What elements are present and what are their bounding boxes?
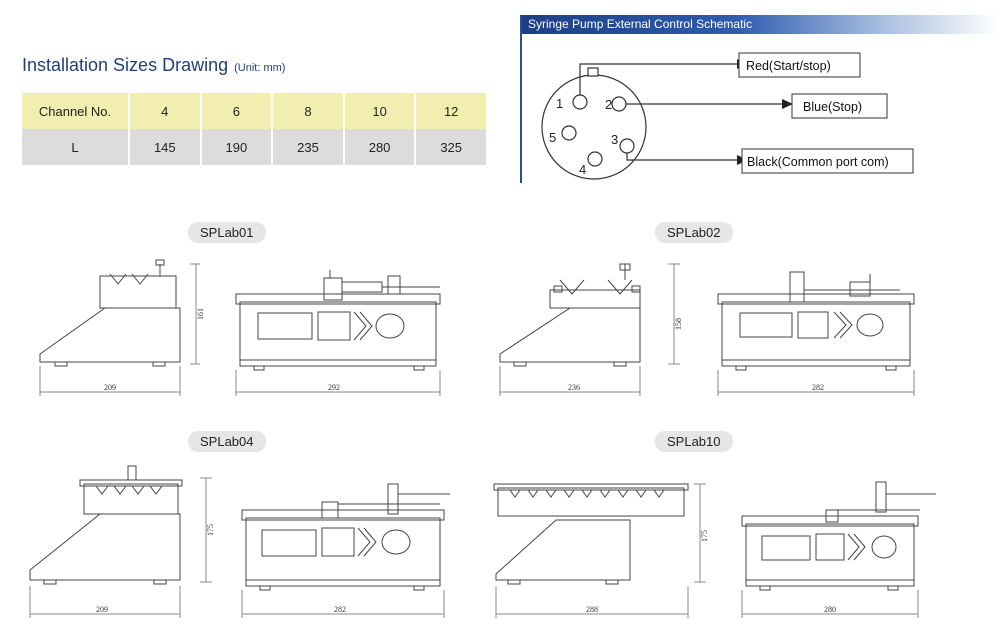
pin-1 <box>572 94 588 110</box>
dim-height: 175 <box>206 524 215 536</box>
black-label: Black(Common port com) <box>747 155 889 169</box>
red-wire <box>579 63 737 95</box>
pin-2 <box>611 96 627 112</box>
model-label-splab10: SPLab10 <box>655 431 733 452</box>
pump-front-body <box>239 301 437 361</box>
schematic-title-bar <box>522 15 1000 34</box>
connector-key <box>587 67 599 77</box>
red-label: Red(Start/stop) <box>746 59 831 73</box>
table-cell: 12 <box>415 93 488 129</box>
blue-label: Blue(Stop) <box>803 100 862 114</box>
table-cell: 145 <box>129 129 202 165</box>
splab10-drawing: 175 288 280 <box>493 481 936 618</box>
dim-depth: 209 <box>104 383 116 392</box>
title-text: Installation Sizes Drawing <box>22 55 229 75</box>
pump-side-body <box>39 307 181 363</box>
control-knob <box>375 313 405 339</box>
schematic-title: Syringe Pump External Control Schematic <box>528 17 753 31</box>
unit-label: (Unit: mm) <box>234 62 286 74</box>
table-cell: 8 <box>272 93 345 129</box>
table-cell: 325 <box>415 129 488 165</box>
model-label-splab04: SPLab04 <box>188 431 266 452</box>
label-box-blue <box>791 93 888 119</box>
dim-width: 292 <box>328 383 340 392</box>
table-cell: 235 <box>272 129 345 165</box>
dim-depth: 236 <box>568 383 580 392</box>
dim-depth: 209 <box>96 605 108 614</box>
pin-label: 2 <box>605 97 612 112</box>
connector-outline <box>541 74 647 180</box>
size-table: Channel No. 4 6 8 10 12 L 145 190 235 28… <box>22 93 488 165</box>
table-cell: 6 <box>200 93 274 129</box>
syringe-holder <box>99 275 177 309</box>
dim-width: 282 <box>334 605 346 614</box>
label-box-red <box>738 52 861 78</box>
pin-label: 5 <box>549 130 556 145</box>
schematic-border <box>520 15 522 183</box>
pin-5 <box>561 125 577 141</box>
table-row: L 145 190 235 280 325 <box>22 129 488 165</box>
splab04-drawing: 175 209 282 <box>29 465 450 618</box>
table-header-cell: Channel No. <box>22 93 130 129</box>
dim-width: 280 <box>824 605 836 614</box>
pin-3 <box>619 138 635 154</box>
pin-label: 3 <box>611 132 618 147</box>
table-cell: 4 <box>129 93 202 129</box>
model-label-splab02: SPLab02 <box>655 222 733 243</box>
label-box-black <box>741 148 914 174</box>
table-row: Channel No. 4 6 8 10 12 <box>22 93 488 129</box>
page-title: Installation Sizes Drawing (Unit: mm) <box>22 55 285 76</box>
dim-width: 282 <box>812 383 824 392</box>
dim-height: 158 <box>674 318 683 330</box>
arrow-icon <box>782 99 793 109</box>
splab02-drawing: 158 236 282 <box>499 263 915 396</box>
connector-schematic: 1 2 5 3 4 Red(Start/stop) Blue(Stop) Bla… <box>541 52 914 180</box>
black-wire <box>626 153 737 161</box>
table-header-cell: L <box>22 129 130 165</box>
pin-4 <box>587 151 603 167</box>
splab01-drawing: 161 209 292 <box>39 259 441 396</box>
pin-label: 1 <box>556 96 563 111</box>
table-cell: 280 <box>343 129 417 165</box>
dim-height: 175 <box>700 530 709 542</box>
table-cell: 190 <box>200 129 274 165</box>
dim-depth: 288 <box>586 605 598 614</box>
model-label-splab01: SPLab01 <box>188 222 266 243</box>
dim-height: 161 <box>196 308 205 320</box>
keypad <box>317 311 351 341</box>
display-screen <box>257 312 313 340</box>
pin-label: 4 <box>579 162 586 177</box>
table-cell: 10 <box>343 93 417 129</box>
